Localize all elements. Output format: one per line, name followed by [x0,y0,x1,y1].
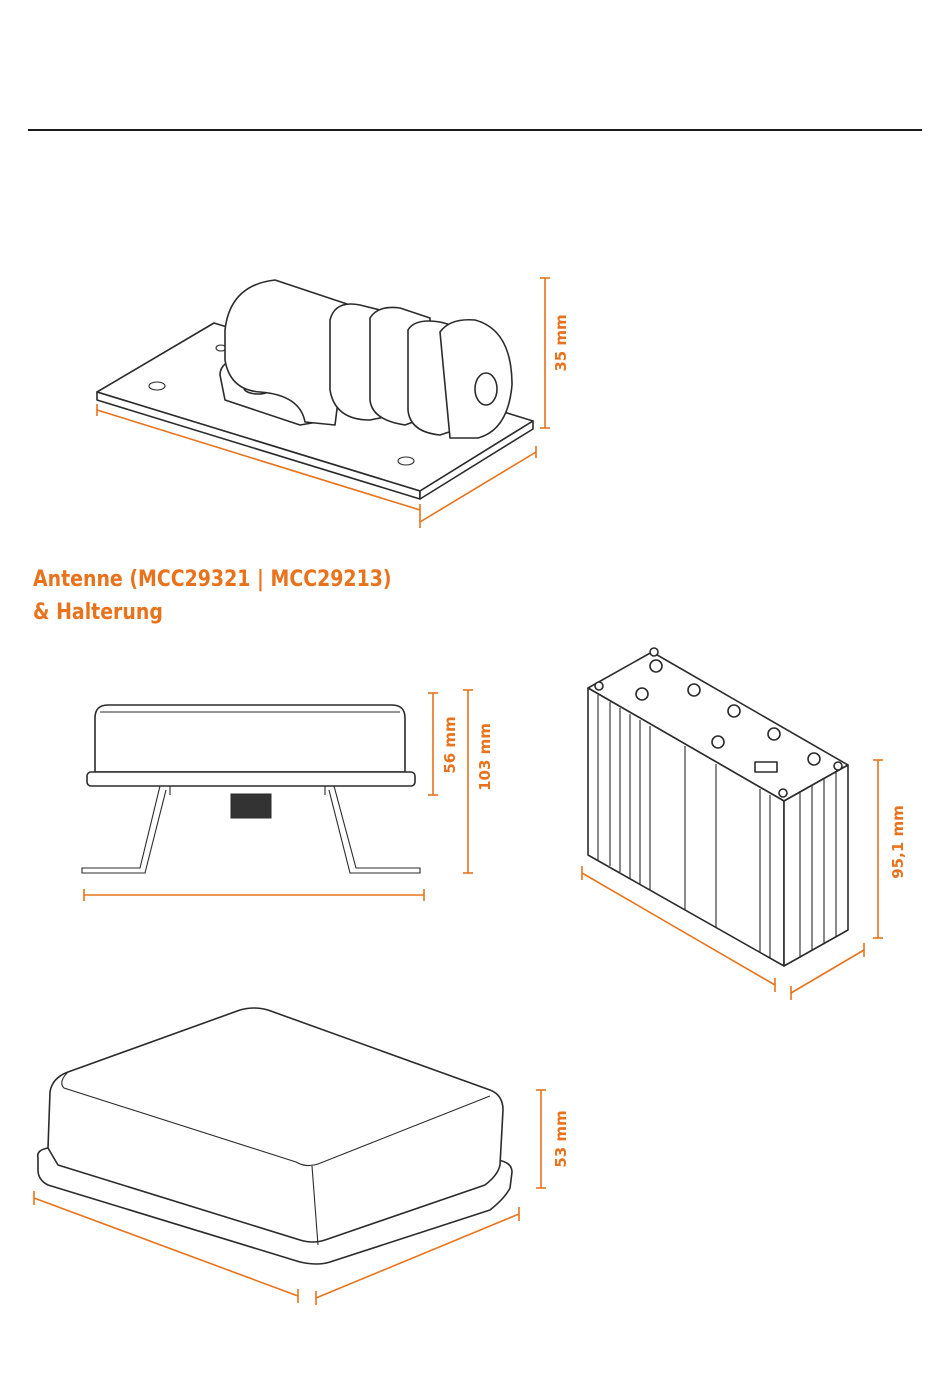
router-height-label: 95,1 mm [889,805,907,879]
router-device-drawing [582,648,883,1000]
section-heading: Antenne (MCC29321 | MCC29213) & Halterun… [33,563,392,629]
antenna-side-view-drawing [82,690,473,901]
antenna-mount-bracket-drawing [97,278,550,528]
antenna-total-height-label: 103 mm [476,723,494,791]
heading-line-1: Antenne (MCC29321 | MCC29213) [33,563,392,596]
antenna-perspective-drawing [34,1008,546,1305]
bracket-height-label: 35 mm [552,314,570,371]
heading-line-2: & Halterung [33,596,392,629]
antenna-top-height-label: 53 mm [552,1110,570,1167]
antenna-inner-height-label: 56 mm [441,716,459,773]
